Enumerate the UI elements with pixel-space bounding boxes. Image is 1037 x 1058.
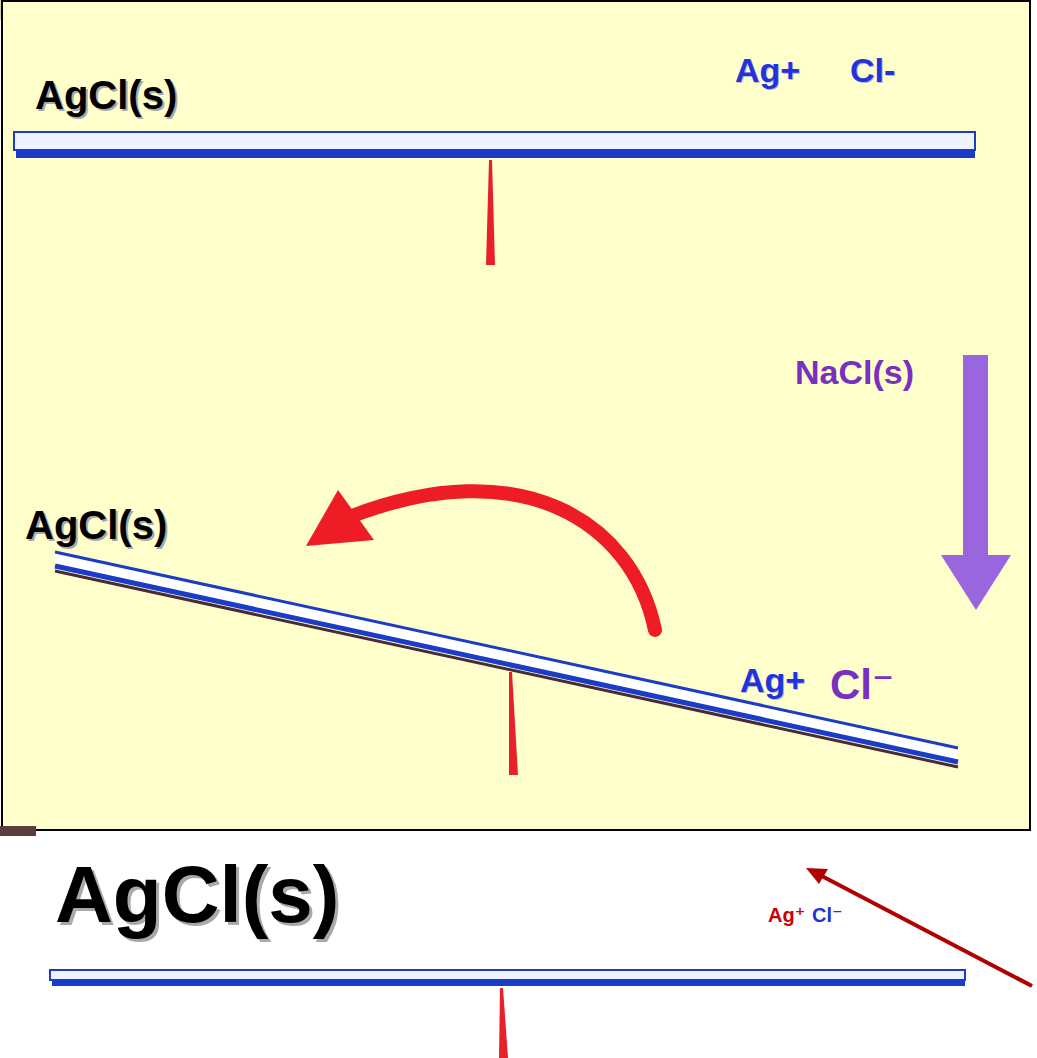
species-label: Cl- — [850, 53, 895, 87]
edge-strip — [0, 826, 36, 836]
yellow-panel — [2, 1, 1030, 830]
shift-arrow — [352, 491, 655, 630]
seesaw-beam-shade — [55, 571, 958, 767]
shift-arrow-head — [306, 490, 374, 546]
add-arrow-shaft — [963, 355, 988, 560]
pivot — [509, 672, 518, 775]
species-label: Ag+ — [740, 663, 805, 697]
pivot — [486, 160, 495, 265]
species-label: Cl⁻ — [830, 664, 894, 706]
species-label: AgCl(s) — [25, 505, 167, 545]
species-label: Cl⁻ — [812, 905, 843, 925]
species-label: AgCl(s) — [35, 75, 177, 115]
species-label: Ag⁺ — [768, 905, 805, 925]
seesaw-beam-shade — [16, 150, 975, 158]
species-label: AgCl(s) — [55, 855, 339, 935]
add-arrow-head — [941, 555, 1011, 610]
seesaw-beam — [55, 552, 958, 762]
seesaw-beam-edge — [55, 566, 958, 762]
species-label: NaCl(s) — [795, 355, 914, 389]
seesaw-beam-shade — [52, 980, 965, 986]
seesaw-beam-edge — [55, 552, 958, 748]
pointer-arrow-head — [806, 868, 828, 884]
pivot — [499, 988, 508, 1058]
species-label: Ag+ — [735, 53, 800, 87]
seesaw-beam — [14, 132, 975, 150]
seesaw-beam — [50, 970, 965, 980]
